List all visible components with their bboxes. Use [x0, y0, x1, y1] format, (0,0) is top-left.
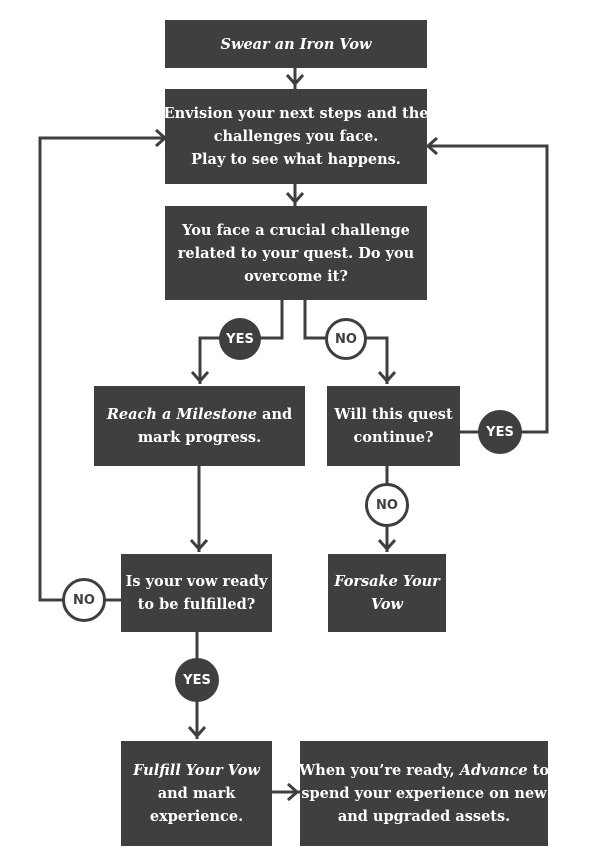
ready-label: Is your vow ready to be fulfilled? — [126, 570, 268, 616]
forsake-label-text: Forsake Your — [334, 573, 440, 590]
arrowhead-to-envision-right — [425, 136, 438, 156]
connector-ready-no-loop — [38, 136, 165, 602]
challenge-yes-badge: YES — [219, 318, 261, 360]
forsake-label-line: Forsake Your — [334, 570, 440, 593]
fulfill-label-line: and mark — [133, 782, 260, 805]
advance-label-text: and upgraded assets. — [337, 808, 511, 825]
arrowhead-to-advance — [287, 782, 300, 802]
challenge-box: You face a crucial challenge related to y… — [165, 206, 427, 300]
milestone-label: Reach a Milestone and mark progress. — [107, 403, 292, 449]
fulfill-label-line: Fulfill Your Vow — [133, 759, 260, 782]
fulfill-label: Fulfill Your Vow and mark experience. — [133, 759, 260, 828]
milestone-label-text: mark progress. — [137, 429, 262, 446]
envision-label-line: Envision your next steps and the — [164, 102, 429, 125]
ready-yes-badge: YES — [175, 658, 219, 702]
advance-label-text: spend your experience on new — [301, 785, 547, 802]
challenge-label-text: related to your quest. Do you — [177, 244, 415, 262]
forsake-label-text: Vow — [370, 596, 404, 613]
continue-yes-badge: YES — [478, 410, 522, 454]
challenge-label-text: You face a crucial challenge — [182, 221, 410, 239]
vow-ready-box: Is your vow ready to be fulfilled? — [121, 554, 272, 632]
advance-label-line: and upgraded assets. — [299, 805, 549, 828]
fulfill-label-line: experience. — [133, 805, 260, 828]
fulfill-label-text: experience. — [149, 808, 244, 825]
ready-label-line: Is your vow ready — [126, 570, 268, 593]
advance-label-line: When you’re ready, Advance to — [299, 759, 549, 782]
swear-label-line: Swear an Iron Vow — [220, 33, 371, 56]
advance-box: When you’re ready, Advance to spend your … — [299, 741, 549, 846]
swear-label: Swear an Iron Vow — [220, 33, 371, 56]
challenge-label-line: related to your quest. Do you — [178, 242, 414, 265]
envision-label-text: Play to see what happens. — [191, 151, 401, 168]
continue-label-line: continue? — [334, 426, 452, 449]
milestone-label-line: mark progress. — [107, 426, 292, 449]
advance-label-text: Advance — [459, 762, 528, 779]
envision-label: Envision your next steps and the challeng… — [164, 102, 429, 171]
milestone-label-line: Reach a Milestone and — [107, 403, 292, 426]
arrowhead-to-continue — [377, 371, 397, 384]
swear-vow-box: Swear an Iron Vow — [165, 20, 427, 68]
continue-label-text: Will this quest — [334, 406, 453, 423]
ready-label-text: to be fulfilled? — [137, 596, 256, 613]
fulfill-label-text: and mark — [157, 785, 236, 802]
continue-no-badge: NO — [365, 483, 409, 527]
continue-label: Will this quest continue? — [334, 403, 452, 449]
milestone-label-text: Reach a Milestone — [106, 406, 257, 423]
quest-continue-box: Will this quest continue? — [327, 386, 460, 466]
envision-label-line: Play to see what happens. — [164, 148, 429, 171]
advance-label-text: When you’re ready, — [299, 762, 460, 779]
envision-box: Envision your next steps and the challeng… — [164, 89, 429, 184]
challenge-label-line: You face a crucial challenge — [178, 219, 414, 242]
arrowhead-to-ready — [189, 539, 209, 552]
fulfill-vow-box: Fulfill Your Vow and mark experience. — [121, 741, 272, 846]
fulfill-label-text: Fulfill Your Vow — [133, 762, 260, 779]
continue-label-line: Will this quest — [334, 403, 452, 426]
envision-label-text: challenges you face. — [213, 128, 379, 145]
arrowhead-to-fulfill — [187, 726, 207, 739]
advance-label: When you’re ready, Advance to spend your … — [299, 759, 549, 828]
forsake-label-line: Vow — [334, 593, 440, 616]
challenge-label-text: overcome it? — [244, 267, 348, 285]
challenge-no-badge: NO — [325, 318, 367, 360]
envision-label-line: challenges you face. — [164, 125, 429, 148]
milestone-label-text: and — [257, 406, 293, 423]
continue-label-text: continue? — [353, 429, 434, 446]
ready-label-text: Is your vow ready — [125, 573, 268, 590]
challenge-label: You face a crucial challenge related to y… — [178, 219, 414, 288]
envision-label-text: Envision your next steps and the — [163, 105, 429, 122]
ready-no-badge: NO — [62, 578, 106, 622]
reach-milestone-box: Reach a Milestone and mark progress. — [94, 386, 305, 466]
advance-label-text: to — [527, 762, 550, 779]
arrowhead-to-milestone — [190, 371, 210, 384]
advance-label-line: spend your experience on new — [299, 782, 549, 805]
challenge-label-line: overcome it? — [178, 265, 414, 288]
arrowhead-to-challenge — [285, 192, 305, 205]
arrowhead-to-envision — [285, 74, 305, 87]
swear-label-text: Swear an Iron Vow — [220, 35, 372, 53]
ready-label-line: to be fulfilled? — [126, 593, 268, 616]
arrowhead-to-forsake — [377, 539, 397, 552]
